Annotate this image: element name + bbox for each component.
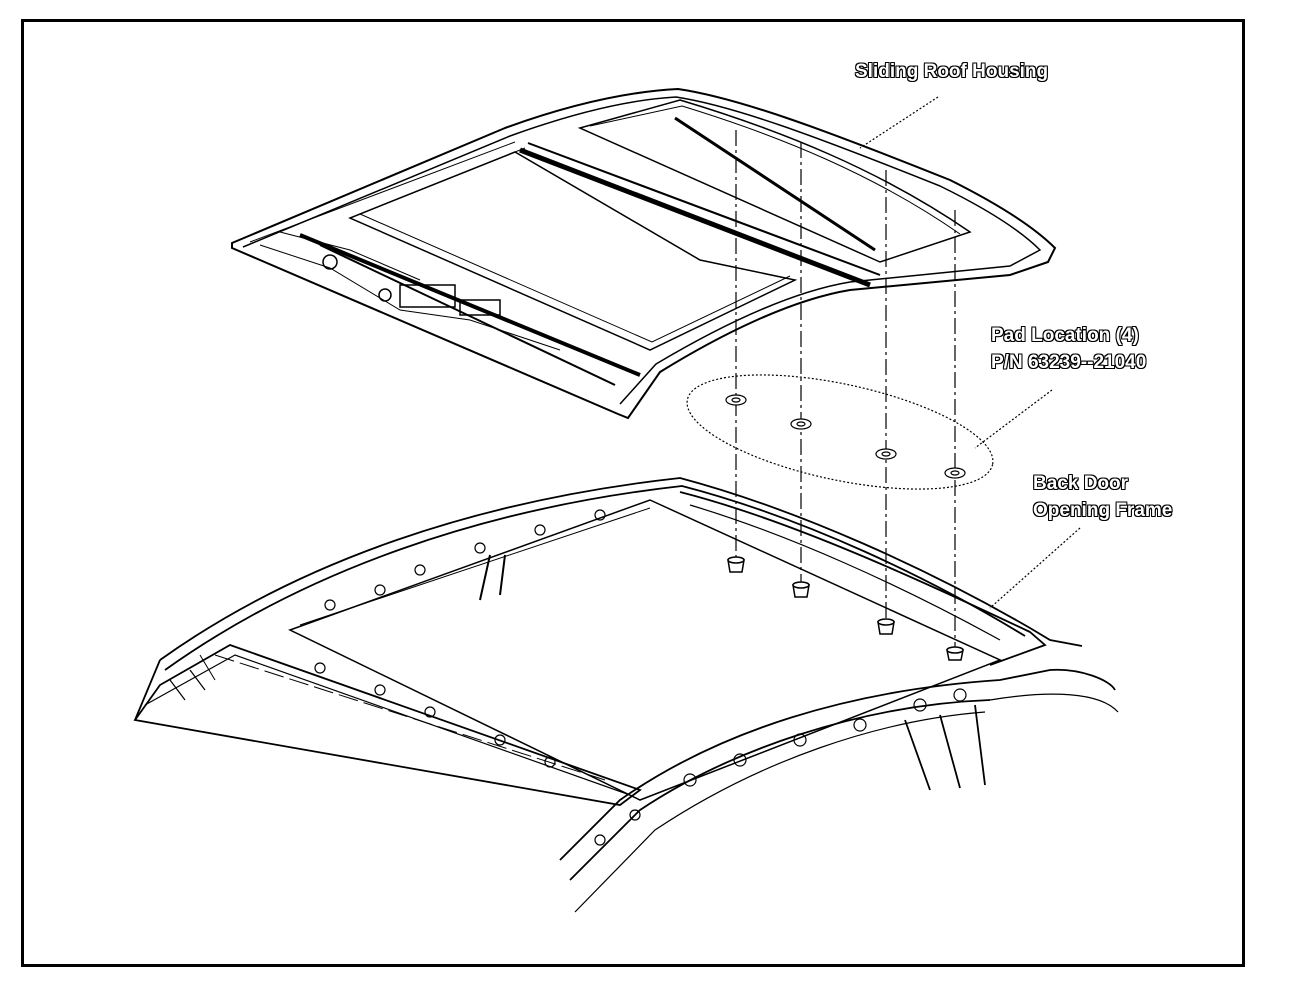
diagram-border — [21, 19, 1245, 967]
pad-1 — [725, 394, 747, 406]
leader-lines — [859, 96, 1081, 609]
callout-pad-location: Pad Location (4) P/N 63239--21040 — [991, 322, 1146, 376]
callout-sliding-roof-housing: Sliding Roof Housing — [855, 58, 1048, 85]
sliding-roof-housing — [231, 87, 1057, 420]
pads — [725, 394, 966, 479]
pad-2 — [790, 418, 812, 430]
callout-line-2: Opening Frame — [1033, 500, 1173, 521]
callout-back-door-opening-frame: Back Door Opening Frame — [1033, 470, 1172, 524]
callout-line-2: P/N 63239--21040 — [991, 352, 1147, 373]
alignment-lines — [735, 130, 956, 650]
pad-4 — [944, 467, 966, 479]
callout-text: Sliding Roof Housing — [855, 61, 1049, 82]
callout-line-1: Back Door — [1033, 473, 1129, 494]
pad-location-ellipse — [686, 374, 994, 490]
callout-line-1: Pad Location (4) — [991, 325, 1139, 346]
back-door-opening-frame — [133, 477, 1119, 913]
mounting-nuts — [727, 556, 964, 661]
pad-3 — [875, 448, 897, 460]
